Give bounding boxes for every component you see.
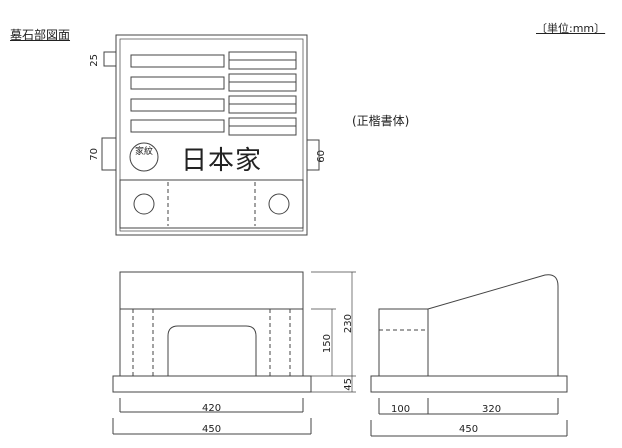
base-section xyxy=(119,179,304,229)
name-slot-3 xyxy=(130,98,225,112)
front-arch-opening xyxy=(167,325,257,376)
dim-100: 100 xyxy=(391,404,411,415)
dim-420: 420 xyxy=(202,403,222,414)
side-base-plinth xyxy=(370,375,568,393)
top-view xyxy=(101,34,320,236)
flower-vase-hole-left xyxy=(133,193,155,215)
family-name-inscription: 日本家 xyxy=(181,146,263,176)
name-slot-1 xyxy=(130,54,225,68)
unit-label: 〔単位:mm〕 xyxy=(536,22,606,35)
side-upper-body xyxy=(378,274,559,377)
drawing-title: 墓石部図面 xyxy=(10,28,71,42)
side-tab-right xyxy=(306,139,320,171)
name-slot-2 xyxy=(130,76,225,90)
side-tab-upper-left xyxy=(103,51,117,67)
dim-320: 320 xyxy=(482,404,502,415)
top-view-inner xyxy=(119,38,304,232)
front-base-plinth xyxy=(112,375,312,393)
flower-vase-hole-right xyxy=(268,193,290,215)
font-style-note: (正楷書体) xyxy=(352,114,410,128)
dim-450-front: 450 xyxy=(202,424,222,435)
name-slot-4 xyxy=(130,119,225,133)
family-crest-label: 家紋 xyxy=(134,147,153,157)
front-upper-body xyxy=(119,271,304,377)
family-crest-circle xyxy=(129,142,159,172)
side-elevation xyxy=(370,274,568,437)
dim-450-side: 450 xyxy=(459,424,479,435)
side-tab-lower-left xyxy=(101,137,117,171)
front-elevation xyxy=(112,271,356,435)
top-view-outer xyxy=(115,34,308,236)
